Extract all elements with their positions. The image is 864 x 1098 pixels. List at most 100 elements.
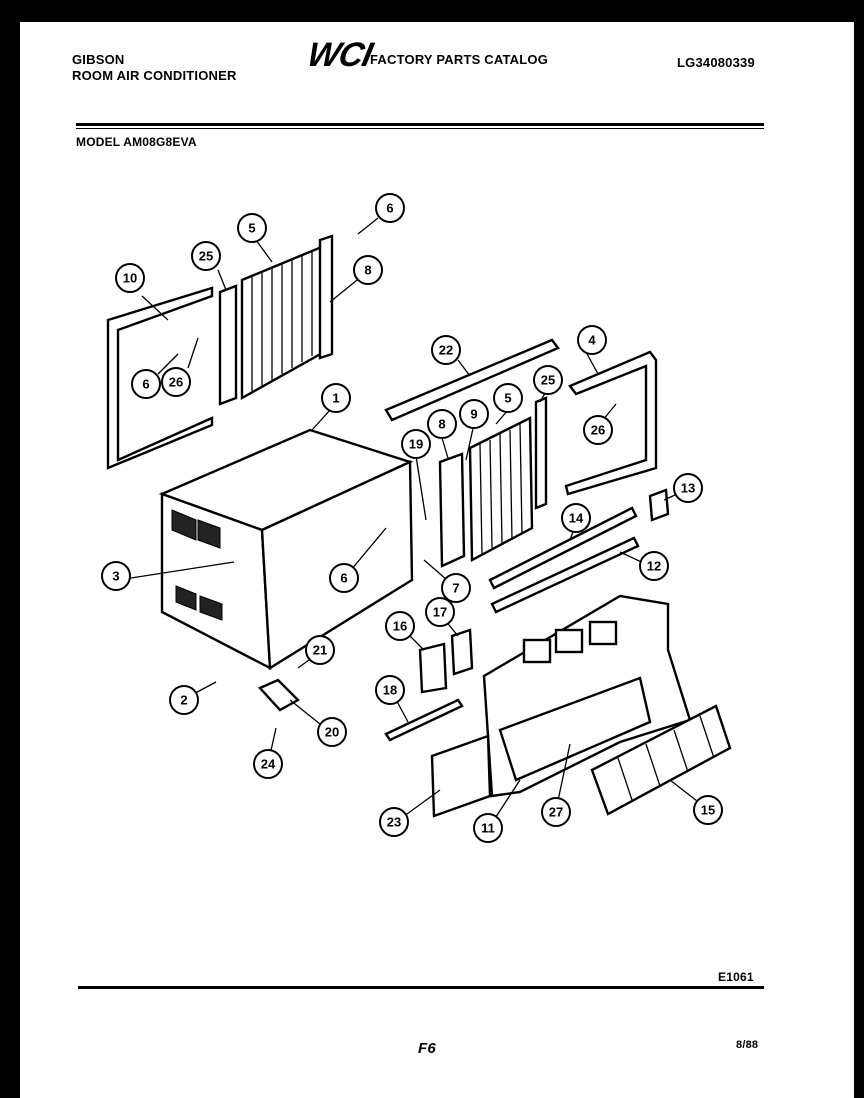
callout-25: 25: [191, 241, 221, 271]
part-8-strip-left: [318, 234, 334, 360]
part-12-rail: [490, 536, 640, 614]
callout-6: 6: [131, 369, 161, 399]
svg-text:18: 18: [383, 683, 397, 698]
svg-text:6: 6: [386, 201, 393, 216]
svg-text:1: 1: [332, 391, 339, 406]
part-23-control: [430, 734, 492, 818]
svg-text:20: 20: [325, 725, 339, 740]
catalog-title: FACTORY PARTS CATALOG: [370, 52, 549, 67]
svg-text:8: 8: [438, 417, 445, 432]
part-8-panel: [438, 452, 466, 568]
part-13-clip: [648, 488, 670, 522]
svg-text:11: 11: [481, 821, 495, 836]
callout-6: 6: [329, 563, 359, 593]
callout-4: 4: [577, 325, 607, 355]
header-rule-thin: [76, 128, 764, 129]
svg-text:16: 16: [393, 619, 407, 634]
header-rule: [76, 123, 764, 126]
callout-7: 7: [441, 573, 471, 603]
svg-text:21: 21: [313, 643, 327, 658]
callout-6: 6: [375, 193, 405, 223]
part-number: LG34080339: [677, 55, 755, 70]
svg-text:6: 6: [340, 571, 347, 586]
part-20-bracket: [257, 678, 300, 712]
exploded-parts-diagram: 10 25 5 6 8 6 26 1 22 4 25 5 9 8 19 26 1…: [101, 193, 732, 843]
svg-text:14: 14: [569, 511, 584, 526]
part-16-bracket: [418, 642, 448, 694]
callout-25: 25: [533, 365, 563, 395]
part-10-frame: [106, 286, 214, 470]
svg-text:24: 24: [261, 757, 276, 772]
callout-labels: 10 25 5 6 8 6 26 1 22 4 25 5 9 8 19 26 1…: [101, 193, 723, 843]
callout-26: 26: [161, 367, 191, 397]
svg-text:25: 25: [541, 373, 555, 388]
svg-text:22: 22: [439, 343, 453, 358]
svg-text:6: 6: [142, 377, 149, 392]
callout-18: 18: [375, 675, 405, 705]
callout-24: 24: [253, 749, 283, 779]
part-25-seal-left: [218, 284, 238, 406]
svg-text:19: 19: [409, 437, 423, 452]
svg-text:5: 5: [504, 391, 511, 406]
svg-text:2: 2: [180, 693, 187, 708]
svg-text:26: 26: [169, 375, 183, 390]
svg-text:3: 3: [112, 569, 119, 584]
part-22-rail: [384, 338, 560, 422]
part-18-strip: [384, 698, 464, 742]
svg-text:23: 23: [387, 815, 401, 830]
callout-1: 1: [321, 383, 351, 413]
callout-5: 5: [237, 213, 267, 243]
callout-23: 23: [379, 807, 409, 837]
callout-5: 5: [493, 383, 523, 413]
callout-26: 26: [583, 415, 613, 445]
svg-text:27: 27: [549, 805, 563, 820]
part-17-bracket: [450, 628, 474, 676]
callout-27: 27: [541, 797, 571, 827]
svg-text:25: 25: [199, 249, 213, 264]
callout-9: 9: [459, 399, 489, 429]
drawing-code: E1061: [718, 970, 754, 984]
svg-text:10: 10: [123, 271, 137, 286]
catalog-sheet: GIBSON ROOM AIR CONDITIONER WCI FACTORY …: [20, 22, 854, 1098]
callout-17: 17: [425, 597, 455, 627]
callout-16: 16: [385, 611, 415, 641]
callout-3: 3: [101, 561, 131, 591]
part-15-filter: [590, 704, 732, 816]
revision-date: 8/88: [736, 1039, 759, 1051]
svg-text:13: 13: [681, 481, 695, 496]
footer-rule: [78, 986, 764, 989]
callout-8: 8: [427, 409, 457, 439]
callout-12: 12: [639, 551, 669, 581]
callout-21: 21: [305, 635, 335, 665]
svg-text:9: 9: [470, 407, 477, 422]
callout-2: 2: [169, 685, 199, 715]
svg-text:15: 15: [701, 803, 715, 818]
part-1-cabinet: [158, 428, 414, 671]
svg-text:7: 7: [452, 581, 459, 596]
callout-10: 10: [115, 263, 145, 293]
product-type: ROOM AIR CONDITIONER: [72, 68, 237, 83]
svg-text:26: 26: [591, 423, 605, 438]
callout-19: 19: [401, 429, 431, 459]
part-14-rail: [488, 506, 638, 590]
svg-text:5: 5: [248, 221, 255, 236]
callout-15: 15: [693, 795, 723, 825]
page-number: F6: [418, 1040, 436, 1057]
part-25-seal-right: [534, 396, 548, 510]
brand-name: GIBSON: [72, 52, 125, 67]
callout-11: 11: [473, 813, 503, 843]
svg-text:12: 12: [647, 559, 661, 574]
callout-20: 20: [317, 717, 347, 747]
part-11-front-panel: [482, 594, 692, 798]
callout-14: 14: [561, 503, 591, 533]
model-number: MODEL AM08G8EVA: [76, 135, 197, 149]
svg-text:4: 4: [588, 333, 596, 348]
part-5-louvers-left: [240, 244, 326, 401]
part-5-louvers-right: [468, 416, 534, 562]
svg-text:17: 17: [433, 605, 447, 620]
callout-22: 22: [431, 335, 461, 365]
part-4-frame: [564, 350, 658, 496]
callout-13: 13: [673, 473, 703, 503]
callout-8: 8: [353, 255, 383, 285]
svg-text:8: 8: [364, 263, 371, 278]
